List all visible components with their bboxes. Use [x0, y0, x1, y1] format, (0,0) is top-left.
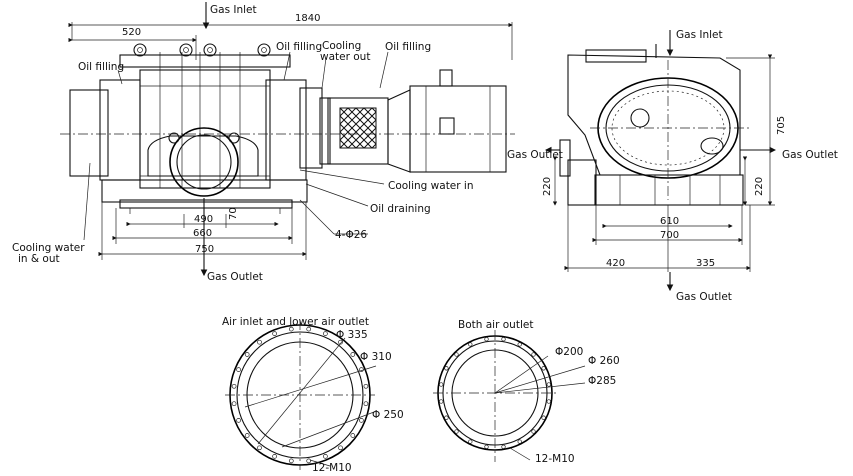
dim-220-right: 220 — [754, 177, 765, 196]
oil-filling-mid-label: Oil filling — [276, 41, 322, 53]
bolt-hole — [231, 401, 237, 407]
oil-filling-right-label: Oil filling — [385, 41, 431, 53]
bolt-hole — [244, 352, 250, 357]
bolt-hole — [288, 326, 294, 332]
bolt-hole — [257, 445, 262, 451]
holes-front-label: 4-Φ26 — [335, 229, 367, 241]
cooling-water-out-label-1: Cooling — [322, 40, 361, 52]
bolt-hole — [439, 399, 444, 404]
oil-draining-label: Oil draining — [370, 203, 431, 215]
bolt-hole — [484, 444, 489, 449]
bolt-hole — [272, 454, 277, 459]
flange-2-view: Both air outlet Φ200 Φ 260 Φ285 12-M10 — [433, 319, 620, 465]
bolt-hole — [288, 458, 294, 464]
bolt-hole — [363, 401, 369, 407]
bolt-hole — [338, 445, 343, 451]
gas-outlet-side-bottom-label: Gas Outlet — [676, 291, 732, 303]
cooling-water-in-label: Cooling water in — [388, 180, 474, 192]
dim-700: 700 — [660, 230, 679, 241]
bolt-hole — [444, 415, 449, 420]
dim-705: 705 — [776, 116, 787, 135]
dim-660: 660 — [193, 228, 212, 239]
bolt-hole — [546, 382, 551, 387]
oil-filling-left-label: Oil filling — [78, 61, 124, 73]
bolt-hole — [541, 366, 546, 371]
dim-220-left: 220 — [542, 177, 553, 196]
dim-total-length: 1840 — [295, 13, 320, 24]
dim-750: 750 — [195, 244, 214, 255]
bolt-hole — [439, 382, 444, 387]
bolt-hole — [257, 339, 262, 345]
bolt-hole — [272, 331, 277, 336]
bolt-hole — [531, 352, 536, 357]
bolt-hole — [359, 418, 364, 423]
gas-inlet-top-label: Gas Inlet — [210, 4, 257, 16]
flange-1-view: Air inlet and lower air outlet Φ 335 Φ 3… — [222, 316, 404, 474]
dim-420: 420 — [606, 258, 625, 269]
flange2-title: Both air outlet — [458, 319, 533, 331]
bolt-hole — [306, 326, 312, 332]
bolt-hole — [363, 383, 369, 389]
gas-outlet-side-right-label: Gas Outlet — [782, 149, 838, 161]
gas-outlet-front-label: Gas Outlet — [207, 271, 263, 283]
flange1-d-inner: Φ 250 — [372, 409, 404, 421]
flange1-title: Air inlet and lower air outlet — [222, 316, 369, 328]
bolt-hole — [501, 337, 506, 342]
dim-335: 335 — [696, 258, 715, 269]
cooling-water-out-label-2: water out — [320, 51, 370, 63]
bolt-hole — [231, 383, 237, 389]
bolt-hole — [350, 433, 356, 438]
bolt-hole — [517, 342, 522, 347]
bolt-hole — [531, 429, 536, 434]
flange1-bolts: 12-M10 — [312, 462, 352, 474]
flange1-d-outer: Φ 335 — [336, 329, 368, 341]
bolt-hole — [444, 366, 449, 371]
bolt-hole — [323, 331, 328, 336]
front-view: Gas Inlet 1840 520 Oil filling Oil filli… — [12, 2, 515, 283]
flange2-d-mid: Φ 260 — [588, 355, 620, 367]
dim-70: 70 — [228, 207, 239, 220]
bolt-hole — [501, 444, 506, 449]
bolt-hole — [236, 367, 241, 372]
bolt-hole — [236, 418, 241, 423]
bolt-hole — [454, 429, 459, 434]
dim-610: 610 — [660, 216, 679, 227]
flange2-d-outer: Φ285 — [588, 375, 616, 387]
side-view: Gas Inlet 705 Gas Outlet Gas Outlet 220 … — [507, 29, 838, 303]
bolt-hole — [350, 352, 356, 357]
dim-520: 520 — [122, 27, 141, 38]
flange2-d-inner: Φ200 — [555, 346, 583, 358]
bolt-hole — [541, 415, 546, 420]
bolt-hole — [323, 454, 328, 459]
gas-outlet-side-left-label: Gas Outlet — [507, 149, 563, 161]
cooling-water-in-out-label-1: Cooling water — [12, 242, 85, 254]
dim-490: 490 — [194, 214, 213, 225]
bolt-hole — [468, 342, 473, 347]
gas-inlet-side-label: Gas Inlet — [676, 29, 723, 41]
flange2-bolts: 12-M10 — [535, 453, 575, 465]
flange1-d-mid: Φ 310 — [360, 351, 392, 363]
bolt-hole — [338, 339, 343, 345]
bolt-hole — [306, 458, 312, 464]
bolt-hole — [454, 352, 459, 357]
bolt-hole — [244, 433, 250, 438]
bolt-hole — [468, 439, 473, 444]
bolt-hole — [484, 337, 489, 342]
cooling-water-in-out-label-2: in & out — [18, 253, 60, 265]
bolt-hole — [517, 439, 522, 444]
bolt-hole — [546, 399, 551, 404]
